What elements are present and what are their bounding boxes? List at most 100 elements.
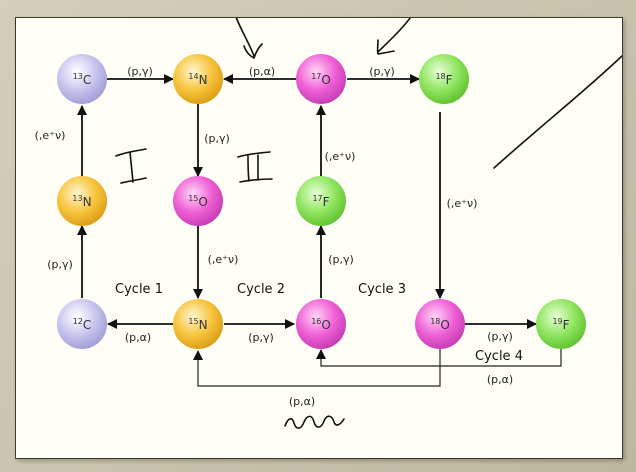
svg-text:16O: 16O — [311, 317, 331, 332]
label-c13-n14: (p,γ) — [127, 65, 153, 78]
node-o18: 18O — [415, 299, 465, 349]
node-f17-sphere — [296, 176, 346, 226]
svg-text:18O: 18O — [430, 317, 450, 332]
label-o16-f17: (p,γ) — [328, 253, 354, 266]
svg-text:13C: 13C — [73, 72, 92, 87]
node-o15-sphere — [173, 176, 223, 226]
label-n15-o16: (p,γ) — [248, 331, 274, 344]
node-o15-element: O — [198, 195, 207, 209]
node-c13-element: C — [83, 73, 91, 87]
handwritten-annotations: I II — [115, 18, 622, 429]
node-o18-mass: 18 — [430, 317, 440, 326]
ink-numeral-ii-top — [237, 151, 271, 158]
node-o17: 17O — [296, 54, 346, 104]
cycle-2-label: Cycle 2 — [237, 282, 285, 297]
node-o15: 15O — [173, 176, 223, 226]
label-f19-o16: (p,α) — [487, 373, 513, 386]
cycle-1-label: Cycle 1 — [115, 282, 163, 297]
label-o18-f19: (p,γ) — [487, 330, 513, 343]
label-n13-c13: (,e⁺ν) — [35, 129, 66, 142]
svg-text:14N: 14N — [188, 72, 207, 87]
node-c12: 12C — [57, 299, 107, 349]
svg-text:15N: 15N — [188, 317, 207, 332]
node-o17-element: O — [321, 73, 330, 87]
node-o16-mass: 16 — [311, 317, 321, 326]
ink-squiggle — [284, 415, 345, 429]
node-o16-sphere — [296, 299, 346, 349]
node-f18: 18F — [419, 54, 469, 104]
node-o16: 16O — [296, 299, 346, 349]
label-o17-n14: (p,α) — [249, 65, 275, 78]
node-f18-element: F — [446, 73, 453, 87]
label-f17-o17: (,e⁺ν) — [325, 150, 356, 163]
ink-arrow-to-n14 — [235, 18, 255, 57]
ink-arrowhead-n14 — [243, 43, 263, 59]
arrow-o18-n15 — [193, 349, 441, 387]
diagram-panel: (p,γ) (p,α) (p,γ) (,e⁺ν) (p,γ) (,e⁺ν) (,… — [15, 17, 623, 459]
cno-cycle-diagram: (p,γ) (p,α) (p,γ) (,e⁺ν) (p,γ) (,e⁺ν) (,… — [35, 18, 622, 429]
nucleus-nodes: 13C 14N 17O 18F 13N 15O 17F 12C — [57, 54, 586, 349]
node-n13: 13N — [57, 176, 107, 226]
ink-arrowhead-o17 — [376, 39, 395, 55]
label-o17-f18: (p,γ) — [369, 65, 395, 78]
ink-numeral-i-stem — [129, 151, 134, 183]
node-c12-sphere — [57, 299, 107, 349]
node-f18-sphere — [419, 54, 469, 104]
svg-text:15O: 15O — [188, 194, 208, 209]
node-f17: 17F — [296, 176, 346, 226]
ink-diagonal-stroke — [493, 55, 622, 169]
ink-numeral-i-base — [120, 177, 147, 184]
node-n14-sphere — [173, 54, 223, 104]
node-c13-mass: 13 — [73, 72, 83, 81]
label-n14-o15: (p,γ) — [204, 132, 230, 145]
node-f19-mass: 19 — [552, 317, 562, 326]
node-n14-element: N — [199, 73, 208, 87]
svg-text:19F: 19F — [552, 317, 569, 332]
node-o17-sphere — [296, 54, 346, 104]
svg-text:17O: 17O — [311, 72, 331, 87]
node-c12-element: C — [83, 318, 91, 332]
label-o15-n15: (,e⁺ν) — [208, 253, 239, 266]
label-o18-n15: (p,α) — [289, 395, 315, 408]
svg-text:18F: 18F — [435, 72, 452, 87]
node-n14: 14N — [173, 54, 223, 104]
svg-text:12C: 12C — [73, 317, 92, 332]
reaction-arrows — [77, 74, 562, 387]
node-o18-sphere — [415, 299, 465, 349]
node-n13-mass: 13 — [72, 194, 82, 203]
node-n13-element: N — [83, 195, 92, 209]
ink-arrow-to-o17 — [377, 18, 412, 53]
node-f17-element: F — [323, 195, 330, 209]
cycle-3-label: Cycle 3 — [358, 282, 406, 297]
node-f17-mass: 17 — [312, 194, 322, 203]
node-f19-element: F — [563, 318, 570, 332]
node-c13-sphere — [57, 54, 107, 104]
svg-text:13N: 13N — [72, 194, 91, 209]
ink-numeral-i-top — [115, 148, 147, 157]
label-n15-c12: (p,α) — [125, 331, 151, 344]
reaction-labels: (p,γ) (p,α) (p,γ) (,e⁺ν) (p,γ) (,e⁺ν) (,… — [35, 65, 514, 408]
node-n14-mass: 14 — [188, 72, 198, 81]
node-o15-mass: 15 — [188, 194, 198, 203]
cycle-4-label: Cycle 4 — [475, 349, 523, 364]
node-n15: 15N — [173, 299, 223, 349]
node-n15-mass: 15 — [188, 317, 198, 326]
label-c12-n13: (p,γ) — [47, 258, 73, 271]
svg-text:17F: 17F — [312, 194, 329, 209]
label-f18-o18: (,e⁺ν) — [447, 197, 478, 210]
ink-numeral-ii-stem-a — [247, 155, 250, 182]
node-n15-sphere — [173, 299, 223, 349]
node-o17-mass: 17 — [311, 72, 321, 81]
node-c12-mass: 12 — [73, 317, 83, 326]
cycle-labels: Cycle 1 Cycle 2 Cycle 3 Cycle 4 — [115, 282, 523, 364]
node-f19: 19F — [536, 299, 586, 349]
ink-numeral-ii-base — [239, 178, 273, 183]
node-o18-element: O — [440, 318, 449, 332]
node-f18-mass: 18 — [435, 72, 445, 81]
node-n13-sphere — [57, 176, 107, 226]
node-f19-sphere — [536, 299, 586, 349]
node-c13: 13C — [57, 54, 107, 104]
node-o16-element: O — [321, 318, 330, 332]
node-n15-element: N — [199, 318, 208, 332]
arrow-f19-o16 — [316, 349, 562, 367]
